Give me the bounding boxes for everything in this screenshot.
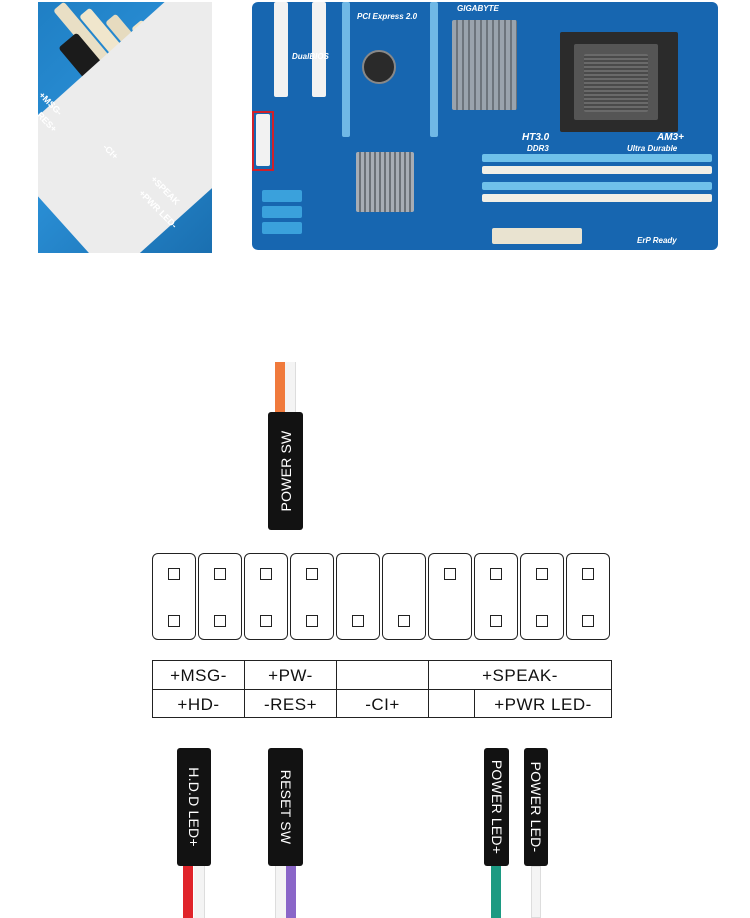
reset-sw-wire-1 — [275, 866, 286, 918]
pin-top — [444, 568, 456, 580]
northbridge-heatsink — [452, 20, 517, 110]
power-led-minus-label: POWER LED- — [528, 761, 544, 853]
pin-top — [168, 568, 180, 580]
pin-label-table: +MSG- +PW- +SPEAK- +HD- -RES+ -CI+ +PWR … — [152, 660, 612, 718]
table-divider — [474, 690, 475, 718]
ddr-slot — [482, 182, 712, 190]
sata-port — [262, 190, 302, 202]
label-speak: +SPEAK- — [482, 665, 558, 685]
pin-column — [244, 553, 288, 640]
pin-top — [260, 568, 272, 580]
sata-port — [262, 222, 302, 234]
label-res: -RES+ — [263, 694, 318, 714]
table-divider — [244, 661, 245, 690]
pin-top — [306, 568, 318, 580]
pcie-text: PCI Express 2.0 — [357, 12, 418, 21]
table-divider — [244, 690, 245, 718]
pin-column — [566, 553, 610, 640]
table-divider — [336, 661, 337, 690]
pcie-slot — [430, 2, 438, 137]
pin-bottom — [168, 615, 180, 627]
power-sw-label: POWER SW — [277, 430, 294, 512]
power-led-plus-connector: POWER LED+ — [484, 748, 509, 866]
board-edge — [38, 2, 212, 253]
header-closeup-photo: +MSG- -RES+ -CI+ +SPEAK +PWR LED- — [38, 2, 212, 253]
dualbios-text: DualBIOS — [292, 52, 329, 61]
erp-ready-text: ErP Ready — [637, 236, 677, 245]
ht3-text: HT3.0 — [522, 132, 550, 143]
motherboard-photo: GIGABYTE DualBIOS PCI Express 2.0 HT3.0 … — [252, 2, 718, 250]
hdd-led-wire-1 — [183, 866, 193, 918]
reset-sw-label: RESET SW — [277, 769, 294, 845]
pin-bottom — [260, 615, 272, 627]
pin-column — [152, 553, 196, 640]
pin-column — [474, 553, 518, 640]
label-pw: +PW- — [268, 665, 313, 685]
ddr-slot — [482, 166, 712, 174]
label-pwr-led: +PWR LED- — [494, 694, 592, 714]
ddr3-text: DDR3 — [527, 144, 549, 153]
pin-top — [490, 568, 502, 580]
cpu-pins — [584, 54, 648, 112]
pin-column — [428, 553, 472, 640]
hdd-led-wire-2 — [194, 866, 205, 918]
southbridge-heatsink — [356, 152, 414, 212]
pin-top — [536, 568, 548, 580]
pin-bottom — [306, 615, 318, 627]
reset-sw-connector: RESET SW — [268, 748, 303, 866]
power-led-plus-wire — [491, 866, 501, 918]
pin-column — [336, 553, 380, 640]
am3-text: AM3+ — [657, 132, 684, 143]
ddr-slot — [482, 154, 712, 162]
power-led-minus-wire — [531, 866, 541, 918]
pin-bottom — [536, 615, 548, 627]
pin-bottom — [582, 615, 594, 627]
table-row-divider — [153, 689, 611, 690]
reset-sw-wire-2 — [286, 866, 296, 918]
power-sw-wire-1 — [275, 362, 285, 414]
pin-bottom — [490, 615, 502, 627]
ultra-durable-text: Ultra Durable — [627, 144, 678, 153]
pin-column — [382, 553, 426, 640]
table-divider — [336, 690, 337, 718]
hdd-led-label: H.D.D LED+ — [186, 767, 202, 847]
pin-column — [290, 553, 334, 640]
power-led-plus-label: POWER LED+ — [488, 759, 505, 855]
power-sw-wire-2 — [285, 362, 296, 414]
table-divider — [428, 661, 429, 690]
table-divider — [428, 690, 429, 718]
label-msg: +MSG- — [170, 665, 227, 685]
atx-power-connector — [492, 228, 582, 244]
pin-column — [520, 553, 564, 640]
brand-text: GIGABYTE — [457, 4, 499, 13]
pin-bottom — [398, 615, 410, 627]
pin-top — [214, 568, 226, 580]
cmos-battery — [362, 50, 396, 84]
power-led-minus-connector: POWER LED- — [524, 748, 548, 866]
pcie-slot — [342, 2, 350, 137]
pin-column — [198, 553, 242, 640]
front-panel-highlight — [252, 111, 274, 171]
power-sw-connector: POWER SW — [268, 412, 303, 530]
pin-top — [582, 568, 594, 580]
label-hd: +HD- — [177, 694, 220, 714]
label-blank — [337, 661, 428, 690]
pin-bottom — [214, 615, 226, 627]
pci-slot — [312, 2, 326, 97]
pin-bottom — [352, 615, 364, 627]
label-ci: -CI+ — [365, 694, 400, 714]
front-panel-header — [256, 114, 270, 166]
hdd-led-connector: H.D.D LED+ — [177, 748, 211, 866]
ddr-slot — [482, 194, 712, 202]
pci-slot — [274, 2, 288, 97]
sata-port — [262, 206, 302, 218]
